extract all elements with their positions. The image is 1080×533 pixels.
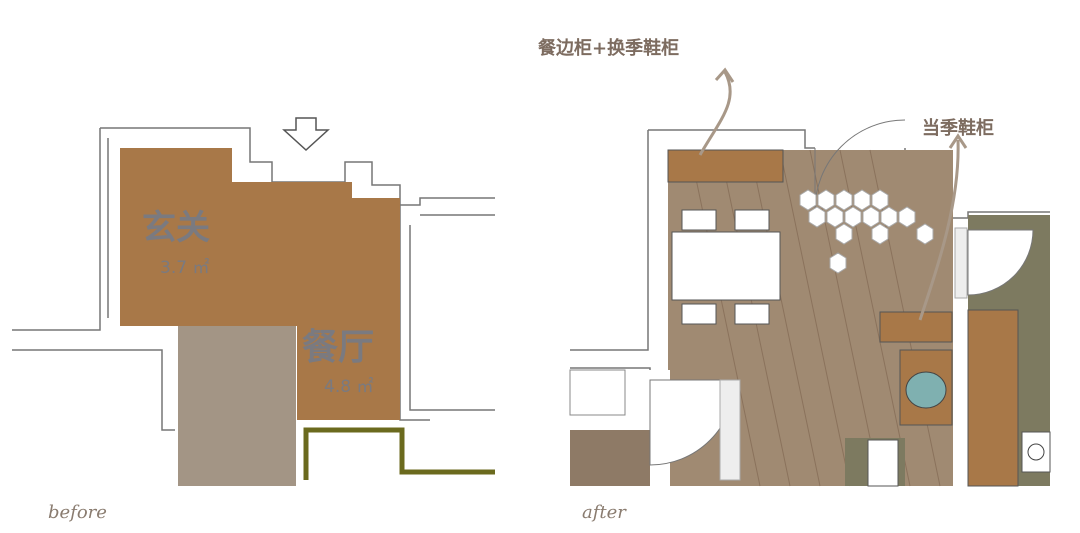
room-name-dining: 餐厅 (302, 327, 375, 368)
entry-arrow-icon (282, 117, 330, 152)
room-name-entrance: 玄关 (142, 208, 210, 248)
room-area-entrance: 3.7 ㎡ (160, 258, 210, 278)
dining-table (671, 231, 781, 301)
washbasin (905, 371, 947, 409)
label-current-season-shoe-cabinet: 当季鞋柜 (922, 118, 994, 139)
label-sideboard-seasonal-shoe-cabinet: 餐边柜+换季鞋柜 (538, 38, 680, 59)
arrow-to-shoe-cabinet-icon (918, 139, 960, 321)
before-plan (12, 117, 495, 486)
before-caption: before (48, 502, 107, 523)
hex-tiles (799, 189, 934, 274)
after-caption: after (582, 502, 626, 523)
after-plan (569, 67, 1051, 487)
shoe-cabinet (879, 311, 953, 343)
gray-area (178, 326, 296, 486)
sideboard-cabinet (667, 149, 784, 183)
entrance-area (120, 148, 400, 420)
room-area-dining: 4.8 ㎡ (324, 377, 374, 397)
arrow-to-sideboard-icon (698, 71, 732, 156)
olive-wall (303, 427, 495, 480)
